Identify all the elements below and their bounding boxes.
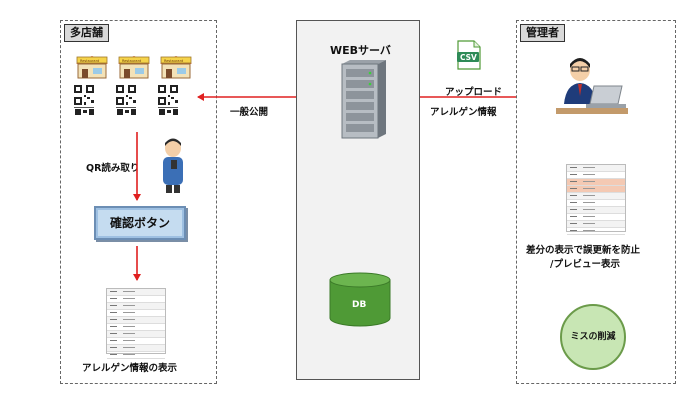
table-row bbox=[107, 331, 165, 338]
table-row bbox=[567, 228, 625, 235]
shop-icon bbox=[118, 56, 150, 79]
table-row bbox=[107, 303, 165, 310]
table-row bbox=[567, 200, 625, 207]
csv-file-icon bbox=[457, 40, 481, 70]
table-row-highlighted bbox=[567, 179, 625, 186]
preview-display-label: /プレビュー表示 bbox=[550, 259, 620, 270]
diff-display-label: 差分の表示で誤更新を防止 bbox=[526, 245, 641, 256]
server-label: WEBサーバ bbox=[330, 44, 391, 57]
upload-label: アップロード bbox=[445, 87, 503, 98]
shop-sign: Restaurant bbox=[164, 59, 184, 63]
csv-badge: CSV bbox=[460, 53, 477, 62]
server-icon bbox=[341, 60, 386, 139]
diff-preview-table bbox=[566, 164, 626, 235]
database-icon bbox=[329, 272, 391, 327]
confirm-button[interactable]: 確認ボタン bbox=[94, 206, 186, 240]
allergen-display-label: アレルゲン情報の表示 bbox=[82, 363, 178, 374]
table-row bbox=[107, 324, 165, 331]
qr-code-icons bbox=[74, 85, 178, 115]
table-row bbox=[567, 193, 625, 200]
qr-read-label: QR読み取り bbox=[86, 163, 140, 174]
table-row bbox=[107, 310, 165, 317]
table-row bbox=[107, 296, 165, 303]
allergen-table-preview bbox=[106, 288, 166, 359]
result-reduce-errors: ミスの削減 bbox=[560, 304, 626, 370]
table-row bbox=[107, 352, 165, 359]
qr-code-icon bbox=[116, 85, 136, 115]
table-row bbox=[107, 338, 165, 345]
table-row bbox=[567, 172, 625, 179]
shop-icon bbox=[160, 56, 192, 79]
admin-panel-title: 管理者 bbox=[520, 24, 565, 42]
shop-icons: Restaurant Restaurant Restaurant bbox=[76, 56, 192, 79]
person-with-phone-icon bbox=[163, 138, 183, 193]
stores-panel-title: 多店舗 bbox=[64, 24, 109, 42]
table-row bbox=[107, 345, 165, 352]
table-row bbox=[567, 214, 625, 221]
shop-icon bbox=[76, 56, 108, 79]
upload-data-label: アレルゲン情報 bbox=[430, 107, 497, 118]
table-row bbox=[567, 207, 625, 214]
shop-sign: Restaurant bbox=[122, 59, 142, 63]
table-row bbox=[107, 317, 165, 324]
publish-label: 一般公開 bbox=[230, 107, 269, 118]
table-row bbox=[567, 165, 625, 172]
qr-code-icon bbox=[158, 85, 178, 115]
table-row bbox=[107, 289, 165, 296]
shop-sign: Restaurant bbox=[80, 59, 100, 63]
table-row-highlighted bbox=[567, 186, 625, 193]
admin-person-icon bbox=[556, 58, 628, 114]
database-label: DB bbox=[352, 300, 367, 310]
table-row bbox=[567, 221, 625, 228]
qr-code-icon bbox=[74, 85, 94, 115]
